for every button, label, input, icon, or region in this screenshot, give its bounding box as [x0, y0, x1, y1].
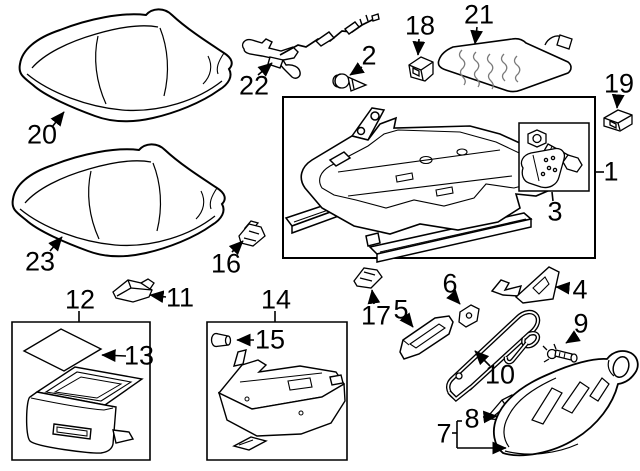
callout-3: 3 [547, 196, 563, 227]
callout-10: 10 [484, 359, 516, 390]
seat-heater-element-21-drawing [438, 35, 572, 92]
side-shield-panel-7-drawing [494, 351, 638, 455]
callout-arrows [48, 27, 625, 455]
bulb-15-drawing [212, 334, 231, 347]
callout-2: 2 [361, 40, 377, 71]
clip-19-drawing [604, 110, 632, 131]
seat-cushion-pad-20-drawing [18, 8, 233, 123]
bracket-4-drawing [492, 267, 559, 303]
tray-assembly-14-drawing [219, 350, 345, 450]
clip-17-drawing [354, 268, 382, 288]
nut-bolt-bracket-3-drawing [521, 130, 582, 188]
retaining-wire-10-drawing [448, 312, 538, 399]
screw-9-drawing [543, 344, 577, 362]
callout-6: 6 [442, 268, 458, 299]
callout-13: 13 [123, 340, 155, 371]
under-seat-tray-box-14 [207, 322, 347, 460]
frame-assembly-box-1 [283, 97, 595, 262]
seat-track-frame-drawing [286, 108, 574, 262]
clip-6-drawing [459, 305, 479, 327]
mat-13-drawing [24, 329, 101, 371]
callout-16: 16 [210, 248, 242, 279]
seat-cushion-pad-23-drawing [11, 143, 226, 258]
callout-22: 22 [238, 70, 270, 101]
callout-15: 15 [254, 324, 286, 355]
trim-handle-5-drawing [400, 316, 453, 359]
wiring-harness-22-drawing [243, 14, 379, 78]
callout-8: 8 [464, 403, 480, 434]
callout-17: 17 [360, 300, 392, 331]
clip-18-drawing [409, 57, 433, 81]
callout-1: 1 [603, 156, 619, 187]
callout-9: 9 [573, 308, 589, 339]
callout-5: 5 [393, 294, 409, 325]
clip-16-drawing [239, 221, 265, 246]
callout-4: 4 [572, 274, 588, 305]
callout-7: 7 [436, 418, 452, 449]
mount-hardware-box-3 [519, 123, 589, 191]
callout-19: 19 [603, 68, 635, 99]
callout-14: 14 [260, 284, 292, 315]
clip-11-drawing [113, 279, 154, 302]
callout-21: 21 [463, 0, 495, 30]
callout-23: 23 [24, 246, 56, 277]
callout-18: 18 [404, 10, 436, 41]
callout-11: 11 [165, 282, 195, 313]
storage-drawer-box-12 [12, 322, 150, 460]
callout-12: 12 [64, 284, 96, 315]
callout-20: 20 [26, 119, 58, 150]
fastener-pin-2-drawing [333, 74, 366, 91]
drawer-tray-drawing [27, 367, 142, 453]
